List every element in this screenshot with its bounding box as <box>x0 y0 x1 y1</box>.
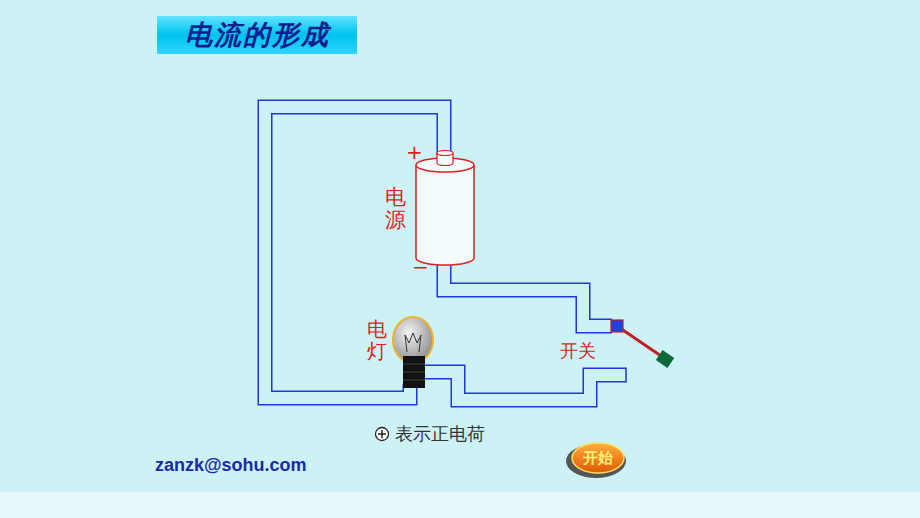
battery-label: 电源 <box>385 186 406 232</box>
bottom-band <box>0 492 920 518</box>
start-button: 开始 <box>572 443 624 473</box>
plus-sign: + <box>406 140 423 164</box>
bulb <box>393 317 433 388</box>
battery <box>416 151 474 266</box>
wire-tubes <box>265 107 626 400</box>
title-banner: 电流的形成 <box>157 16 357 54</box>
email-watermark: zanzk@sohu.com <box>155 455 307 476</box>
switch-label: 开关 <box>560 339 596 363</box>
positive-charge-symbol <box>374 426 390 442</box>
switch <box>611 320 674 368</box>
legend-item: 表示正电荷 <box>374 422 485 446</box>
minus-sign: − <box>412 255 429 279</box>
button-text: 开始 <box>583 449 613 468</box>
start-button-shape <box>566 443 626 478</box>
bulb-label: 电灯 <box>367 318 387 362</box>
legend-text: 表示正电荷 <box>395 422 485 446</box>
